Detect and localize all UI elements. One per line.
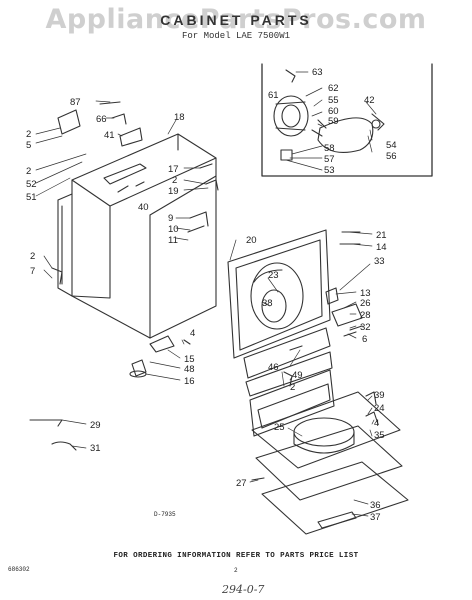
part-label: 37: [370, 512, 381, 523]
part-label: 63: [312, 67, 323, 78]
part-labels: 87 66 41 18 2 5 2 52 51 17 2 19 40 9 10 …: [26, 67, 397, 523]
part-label: 49: [292, 370, 303, 381]
part-label: 21: [376, 230, 387, 241]
part-label: 33: [374, 256, 385, 267]
part-label: 9: [168, 213, 173, 224]
part-label: 29: [90, 420, 101, 431]
part-label: 4: [190, 328, 195, 339]
part-label: 11: [168, 235, 178, 246]
part-label: 26: [360, 298, 371, 309]
part-label: 4: [374, 418, 379, 429]
part-label: 2: [290, 382, 295, 393]
part-label: 31: [90, 443, 101, 454]
part-label: 62: [328, 83, 339, 94]
part-label: 41: [104, 130, 115, 141]
part-label: 42: [364, 95, 375, 106]
part-label: 16: [184, 376, 195, 387]
part-label: 36: [370, 500, 381, 511]
part-label: 2: [172, 175, 177, 186]
watermark: AppliancePartsPros.com: [45, 4, 427, 35]
part-label: 15: [184, 354, 195, 365]
door-assembly: [251, 391, 409, 535]
part-label: 66: [96, 114, 107, 125]
part-label: 60: [328, 106, 339, 117]
part-label: 87: [70, 97, 81, 108]
lower-panels: [243, 327, 335, 437]
part-label: 38: [262, 298, 273, 309]
part-label: 2: [26, 166, 31, 177]
part-label: 32: [360, 322, 371, 333]
page-title: CABINET PARTS: [160, 12, 312, 28]
part-label: 25: [274, 422, 285, 433]
part-label: 19: [168, 186, 179, 197]
part-label: 27: [236, 478, 247, 489]
part-label: 61: [268, 90, 279, 101]
part-label: 14: [376, 242, 387, 253]
part-label: 5: [26, 140, 31, 151]
part-label: 6: [362, 334, 367, 345]
model-subtitle: For Model LAE 7500W1: [181, 31, 291, 41]
part-label: 56: [386, 151, 397, 162]
part-label: 48: [184, 364, 195, 375]
part-label: 39: [374, 390, 385, 401]
part-label: 57: [324, 154, 335, 165]
part-label: 2: [30, 251, 35, 262]
part-label: 13: [360, 288, 371, 299]
door-opening: [250, 262, 304, 330]
part-label: 54: [386, 140, 397, 151]
document-code: 686302: [8, 566, 30, 573]
part-label: 53: [324, 165, 335, 176]
part-label: 7: [30, 266, 35, 277]
part-label: 51: [26, 192, 37, 203]
part-label: 52: [26, 179, 37, 190]
part-label: 20: [246, 235, 257, 246]
part-label: 18: [174, 112, 185, 123]
part-label: 23: [268, 270, 279, 281]
part-label: 40: [138, 202, 149, 213]
drive-motor-inset: [261, 63, 433, 177]
drive-belt: [317, 117, 374, 153]
part-label: 59: [328, 116, 339, 127]
part-label: 10: [168, 224, 179, 235]
diagram-code: D-7935: [154, 511, 176, 518]
ordering-note: FOR ORDERING INFORMATION REFER TO PARTS …: [113, 552, 359, 560]
part-label: 24: [374, 403, 385, 414]
part-label: 17: [168, 164, 179, 175]
part-label: 46: [268, 362, 279, 373]
part-label: 35: [374, 430, 385, 441]
page-number: 2: [234, 567, 238, 574]
part-label: 28: [360, 310, 371, 321]
hardware: [29, 101, 379, 481]
part-label: 58: [324, 143, 335, 154]
handwritten-note: 294-0-7: [222, 583, 265, 596]
cabinet-body: [57, 133, 217, 339]
front-panel: [227, 229, 331, 359]
motor-part: [273, 95, 309, 137]
part-label: 2: [26, 129, 31, 140]
part-label: 55: [328, 95, 339, 106]
leader-lines: [35, 71, 377, 517]
